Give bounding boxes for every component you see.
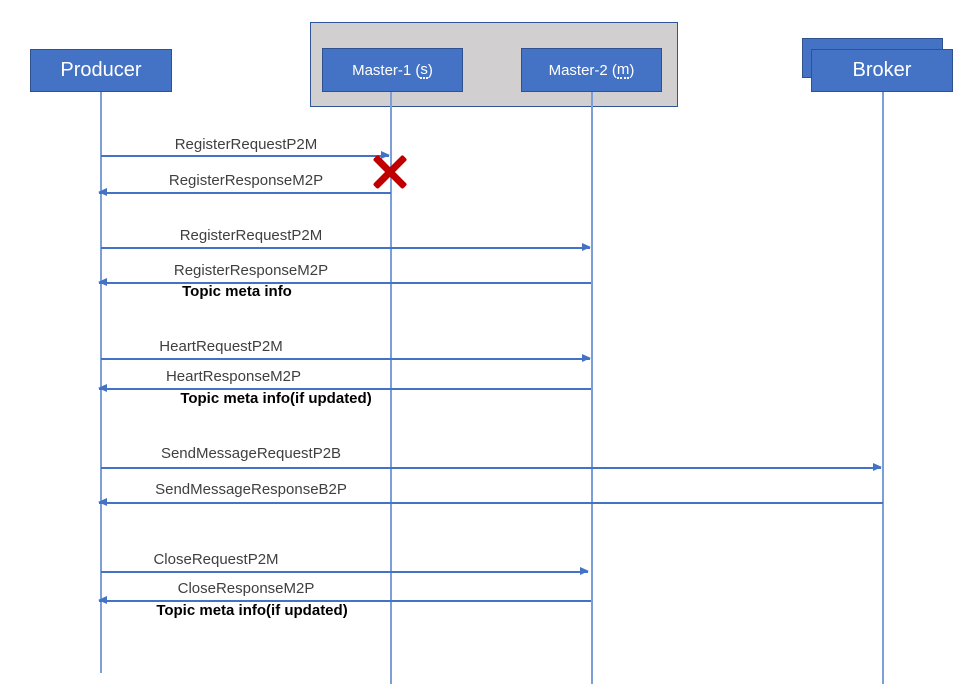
- arrowhead-right-icon: [582, 243, 591, 252]
- message-5-arrow: [98, 384, 591, 393]
- actor-producer-box: Producer: [30, 49, 172, 92]
- lifeline-broker: [882, 92, 884, 684]
- lifeline-master2: [591, 92, 593, 684]
- message-2-arrow: [101, 243, 591, 252]
- message-1-label: RegisterResponseM2P: [168, 172, 324, 189]
- message-3-label: RegisterResponseM2P: [173, 262, 329, 279]
- message-8-label: CloseRequestP2M: [153, 551, 279, 568]
- arrowhead-left-icon: [98, 278, 107, 287]
- message-2-label: RegisterRequestP2M: [179, 227, 323, 244]
- arrowhead-right-icon: [873, 463, 882, 472]
- actor-broker-box: Broker: [811, 49, 953, 92]
- message-7-label: SendMessageResponseB2P: [155, 481, 347, 498]
- broker-label: Broker: [852, 59, 912, 81]
- arrowhead-left-icon: [98, 596, 107, 605]
- arrowhead-right-icon: [381, 151, 390, 160]
- message-7-arrow: [98, 498, 883, 507]
- message-6-arrow: [101, 463, 882, 472]
- arrowhead-left-icon: [98, 384, 107, 393]
- message-3-note: Topic meta info: [182, 283, 292, 300]
- master2-label-letter: m: [616, 60, 630, 79]
- arrowhead-left-icon: [98, 498, 107, 507]
- lifeline-producer: [100, 92, 102, 673]
- arrowhead-left-icon: [98, 188, 107, 197]
- message-9-label: CloseResponseM2P: [177, 580, 315, 597]
- message-3-arrow: [98, 278, 591, 287]
- message-5-label: HeartResponseM2P: [165, 368, 302, 385]
- master2-label-suffix: ): [629, 61, 635, 79]
- message-8-arrow: [101, 567, 589, 576]
- message-6-label: SendMessageRequestP2B: [160, 445, 342, 462]
- producer-label: Producer: [60, 59, 142, 81]
- master1-label-letter: s: [420, 60, 428, 79]
- master2-label-prefix: Master-2 (: [548, 61, 617, 79]
- actor-master2-box: Master-2 (m): [521, 48, 662, 92]
- red-x-icon: [372, 154, 408, 190]
- message-5-note: Topic meta info(if updated): [180, 390, 372, 407]
- master1-label-prefix: Master-1 (: [352, 61, 421, 79]
- actor-master1-box: Master-1 (s): [322, 48, 463, 92]
- message-0-label: RegisterRequestP2M: [174, 136, 318, 153]
- message-1-arrow: [98, 188, 391, 197]
- message-0-arrow: [101, 151, 390, 160]
- master1-label-suffix: ): [427, 61, 433, 79]
- message-4-label: HeartRequestP2M: [159, 338, 283, 355]
- message-9-note: Topic meta info(if updated): [156, 602, 348, 619]
- message-9-arrow: [98, 596, 591, 605]
- arrowhead-right-icon: [582, 354, 591, 363]
- arrowhead-right-icon: [580, 567, 589, 576]
- message-4-arrow: [101, 354, 591, 363]
